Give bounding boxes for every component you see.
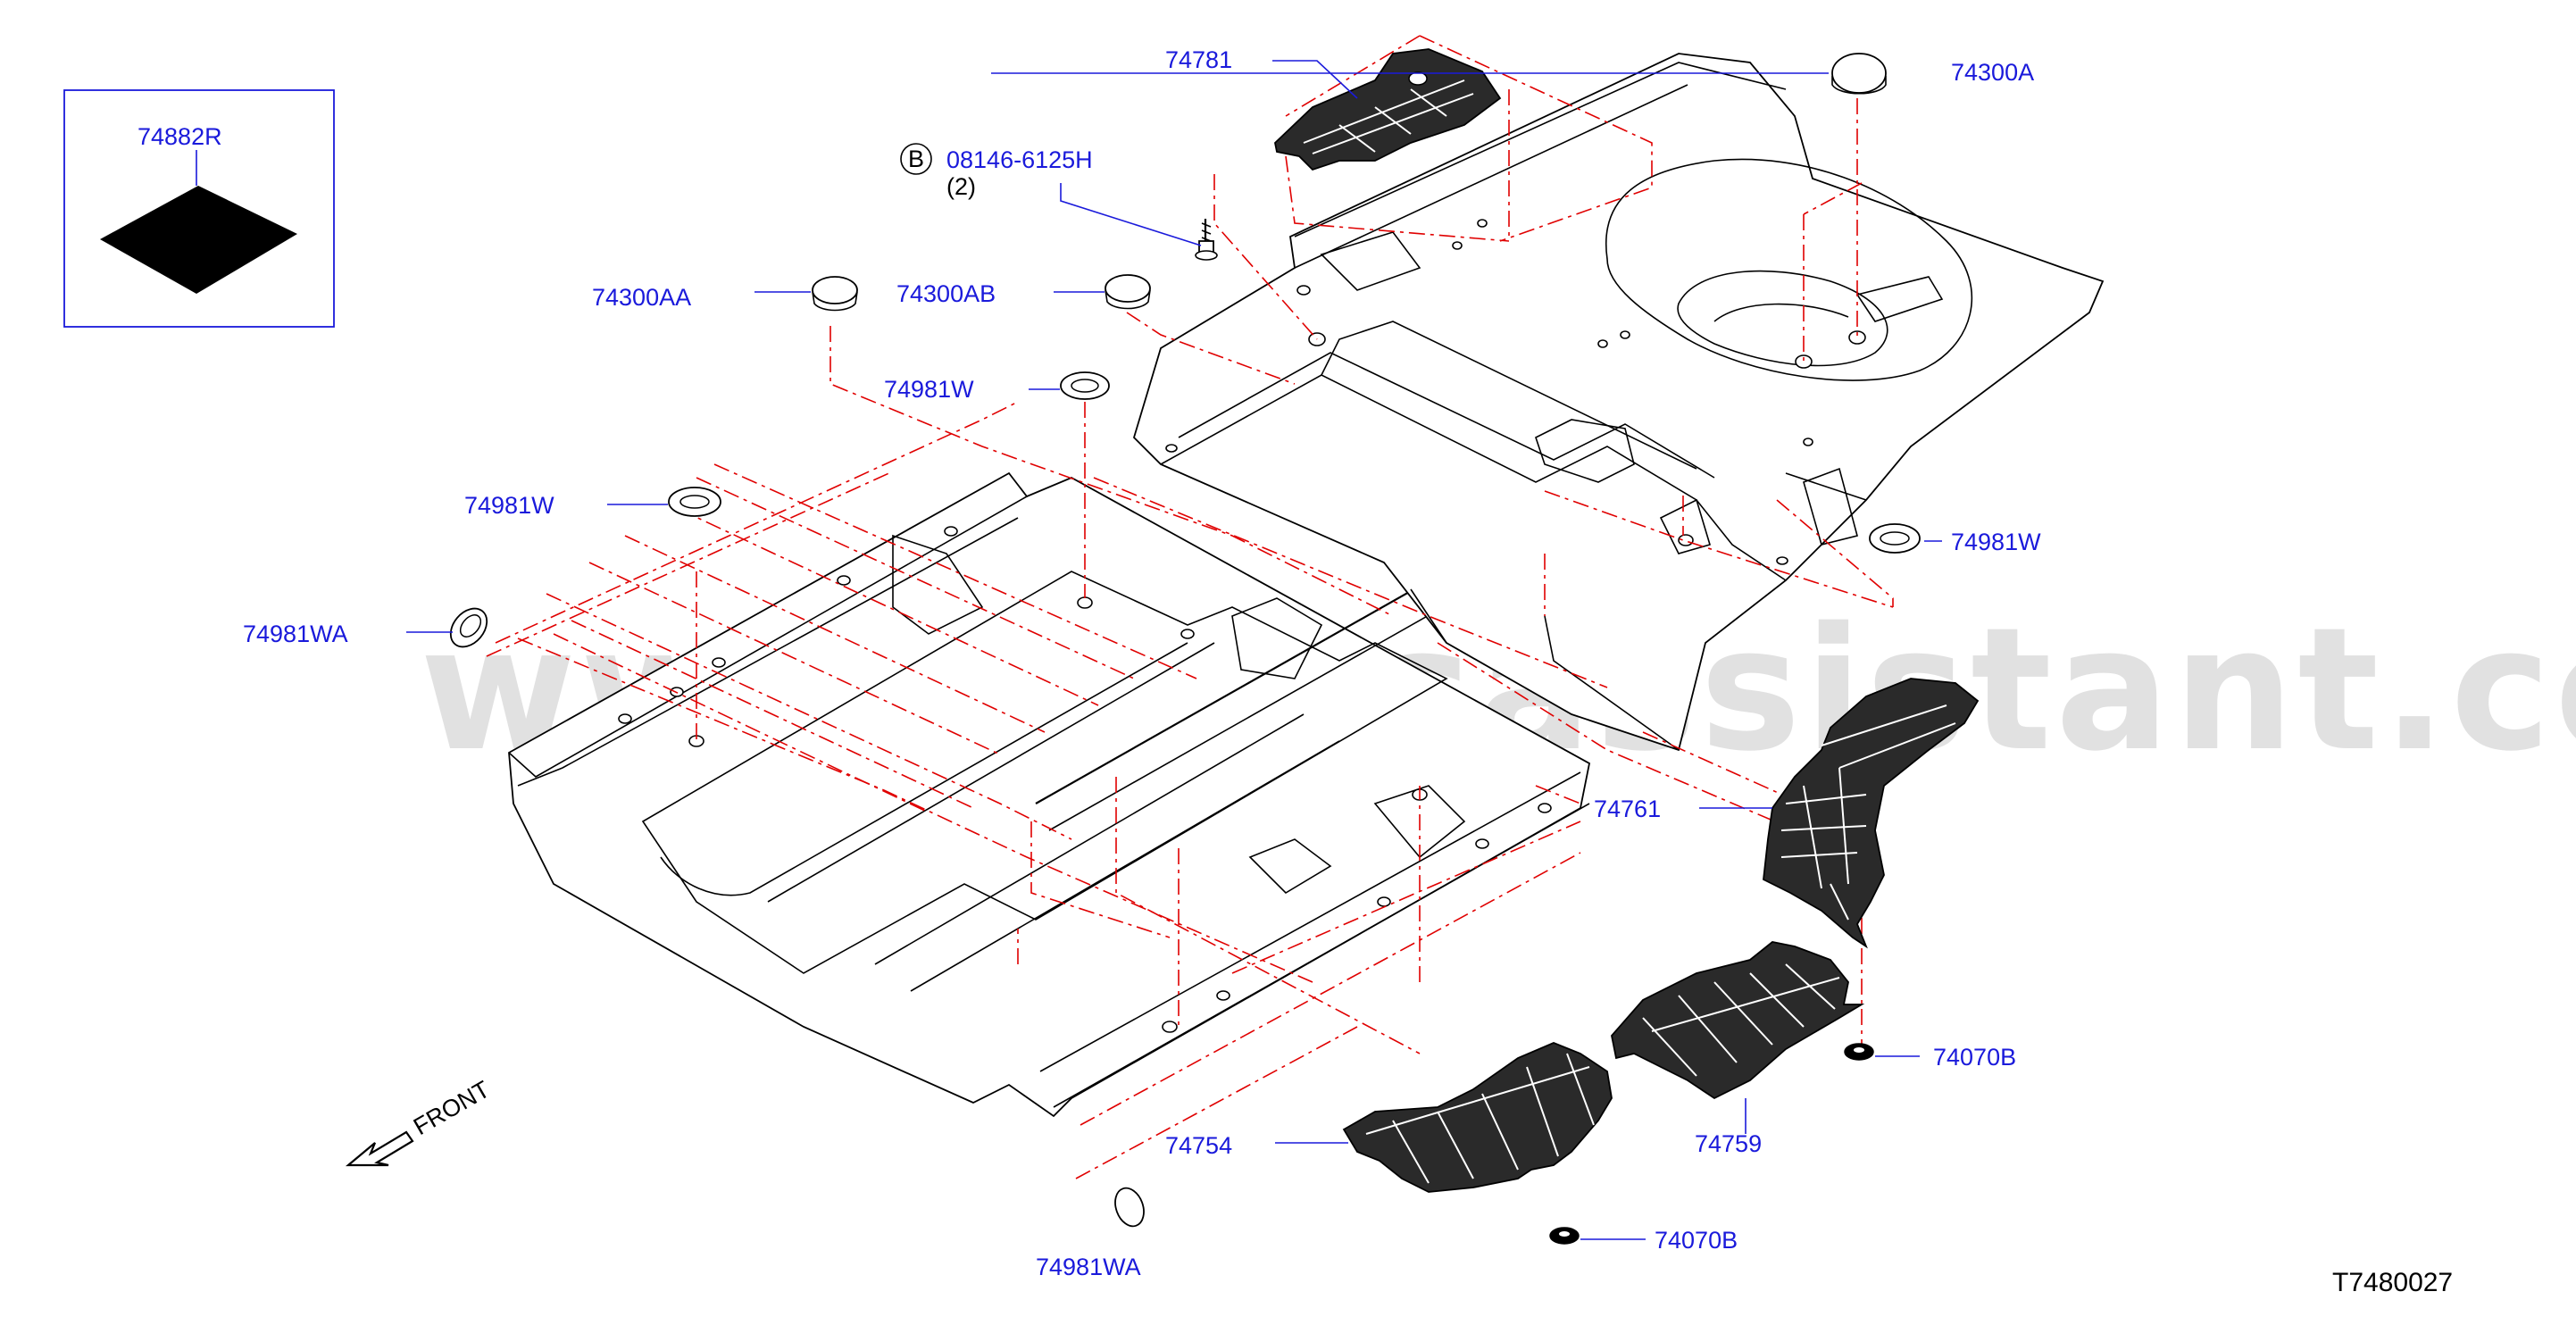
- label-74759: 74759: [1695, 1130, 1762, 1157]
- rear-floor-panel[interactable]: [1132, 53, 2105, 752]
- bolt-08146[interactable]: [1195, 219, 1218, 261]
- grommet-74981WA-bottom[interactable]: [1110, 1184, 1148, 1230]
- label-74300A: 74300A: [1951, 59, 2034, 86]
- label-bolt-qty: (2): [946, 173, 976, 200]
- assembly-lines: [486, 35, 1894, 1179]
- bolt-marker-letter: B: [908, 146, 924, 172]
- label-74981WA-left: 74981WA: [243, 621, 348, 647]
- label-74300AB: 74300AB: [896, 280, 996, 307]
- floor-mat-icon: [100, 186, 297, 294]
- plug-74300A[interactable]: [1831, 53, 1887, 95]
- part-74781-insulator[interactable]: [1274, 48, 1502, 171]
- label-74981W-left: 74981W: [464, 492, 554, 519]
- label-74300AA: 74300AA: [592, 284, 691, 311]
- part-74761-insulator[interactable]: [1763, 678, 1980, 949]
- label-74761: 74761: [1594, 796, 1661, 822]
- grommet-74981W-left[interactable]: [668, 487, 721, 517]
- label-74070B-bottom: 74070B: [1655, 1227, 1738, 1254]
- clip-74070B-bottom[interactable]: [1549, 1227, 1580, 1245]
- front-floor-panel[interactable]: [508, 471, 1591, 1118]
- plug-74300AB[interactable]: [1105, 274, 1151, 310]
- label-74754: 74754: [1165, 1132, 1232, 1159]
- bolt-marker-circle: [900, 143, 932, 175]
- front-arrow-icon: [345, 1130, 414, 1167]
- label-74781: 74781: [1165, 46, 1232, 73]
- label-74981WA-bottom: 74981WA: [1036, 1254, 1141, 1280]
- inset-box[interactable]: 74882R: [63, 89, 335, 328]
- front-direction-indicator: FRONT: [345, 1076, 495, 1167]
- label-74981W-top: 74981W: [884, 376, 974, 403]
- front-label: FRONT: [409, 1076, 495, 1140]
- label-74981W-right: 74981W: [1951, 529, 2041, 555]
- bolt-callout: B 08146-6125H (2): [900, 143, 1093, 200]
- label-74070B-right: 74070B: [1933, 1044, 2016, 1071]
- grommet-74981W-top[interactable]: [1060, 371, 1110, 400]
- label-bolt-part: 08146-6125H: [946, 146, 1093, 173]
- label-74882R: 74882R: [138, 123, 222, 150]
- part-74754-insulator[interactable]: [1342, 1042, 1613, 1193]
- grommet-74981WA-left[interactable]: [444, 602, 495, 654]
- plug-74300AA[interactable]: [812, 276, 858, 312]
- part-74759-insulator[interactable]: [1611, 941, 1865, 1100]
- grommet-74981W-right[interactable]: [1869, 523, 1921, 554]
- leader-lines: [406, 60, 1942, 1240]
- diagram-code: T7480027: [2332, 1268, 2453, 1297]
- clip-74070B-right[interactable]: [1844, 1043, 1874, 1061]
